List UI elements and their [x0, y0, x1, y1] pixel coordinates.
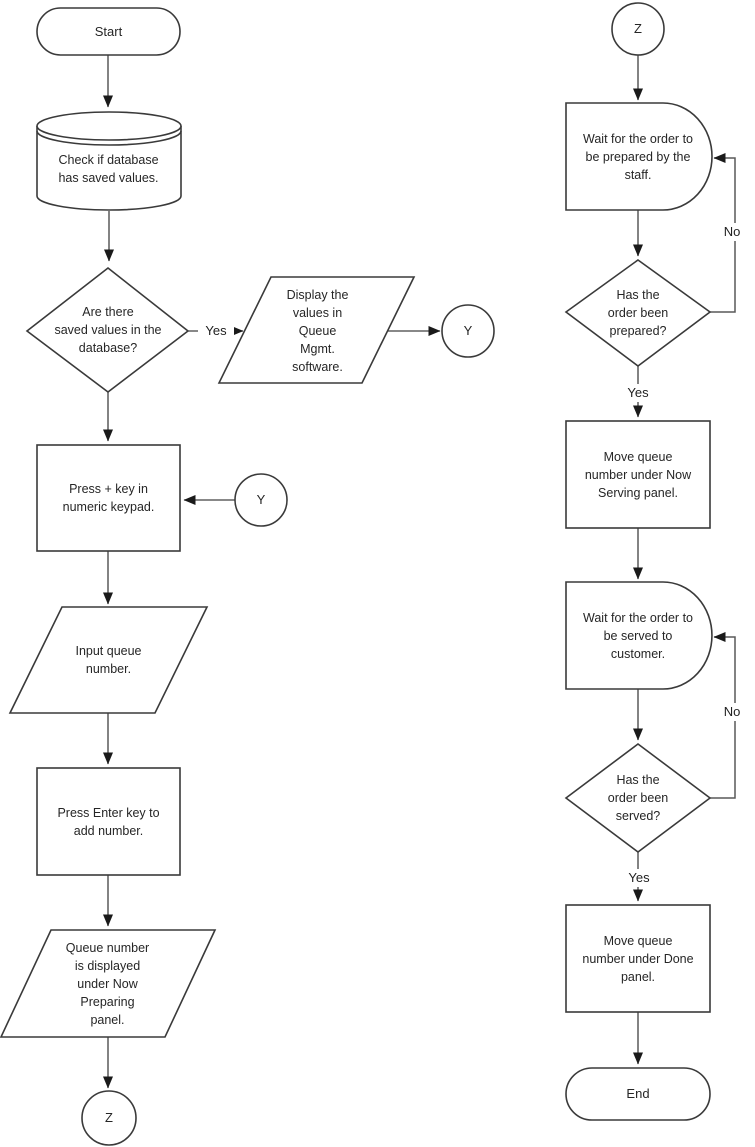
wait-served-delay-shape [565, 581, 713, 690]
start-terminator-shape [36, 7, 181, 56]
queue-displayed-parallelogram [0, 929, 217, 1038]
connector-z-out-circle [81, 1090, 137, 1146]
end-terminator-shape [565, 1067, 711, 1121]
wait-prepared-delay-shape [565, 102, 713, 211]
input-queue-parallelogram [8, 606, 209, 714]
saved-values-decision-shape [25, 266, 190, 394]
connector-z-in-circle [611, 2, 665, 56]
prepared-decision-shape [564, 259, 712, 367]
press-plus-process-shape [36, 444, 181, 552]
connector-y-in-circle [234, 473, 288, 527]
served-decision-shape [564, 743, 712, 853]
database-cylinder-top [36, 111, 182, 141]
connector-y-out-circle [441, 304, 495, 358]
database-cylinder-rim [36, 130, 182, 146]
move-serving-process-shape [565, 420, 711, 529]
move-done-process-shape [565, 904, 711, 1013]
display-values-parallelogram [217, 276, 416, 384]
edge-prepared-no-loop [710, 153, 736, 313]
edge-served-no-loop [710, 632, 736, 799]
press-enter-process-shape [36, 767, 181, 876]
database-cylinder-body [36, 126, 182, 211]
